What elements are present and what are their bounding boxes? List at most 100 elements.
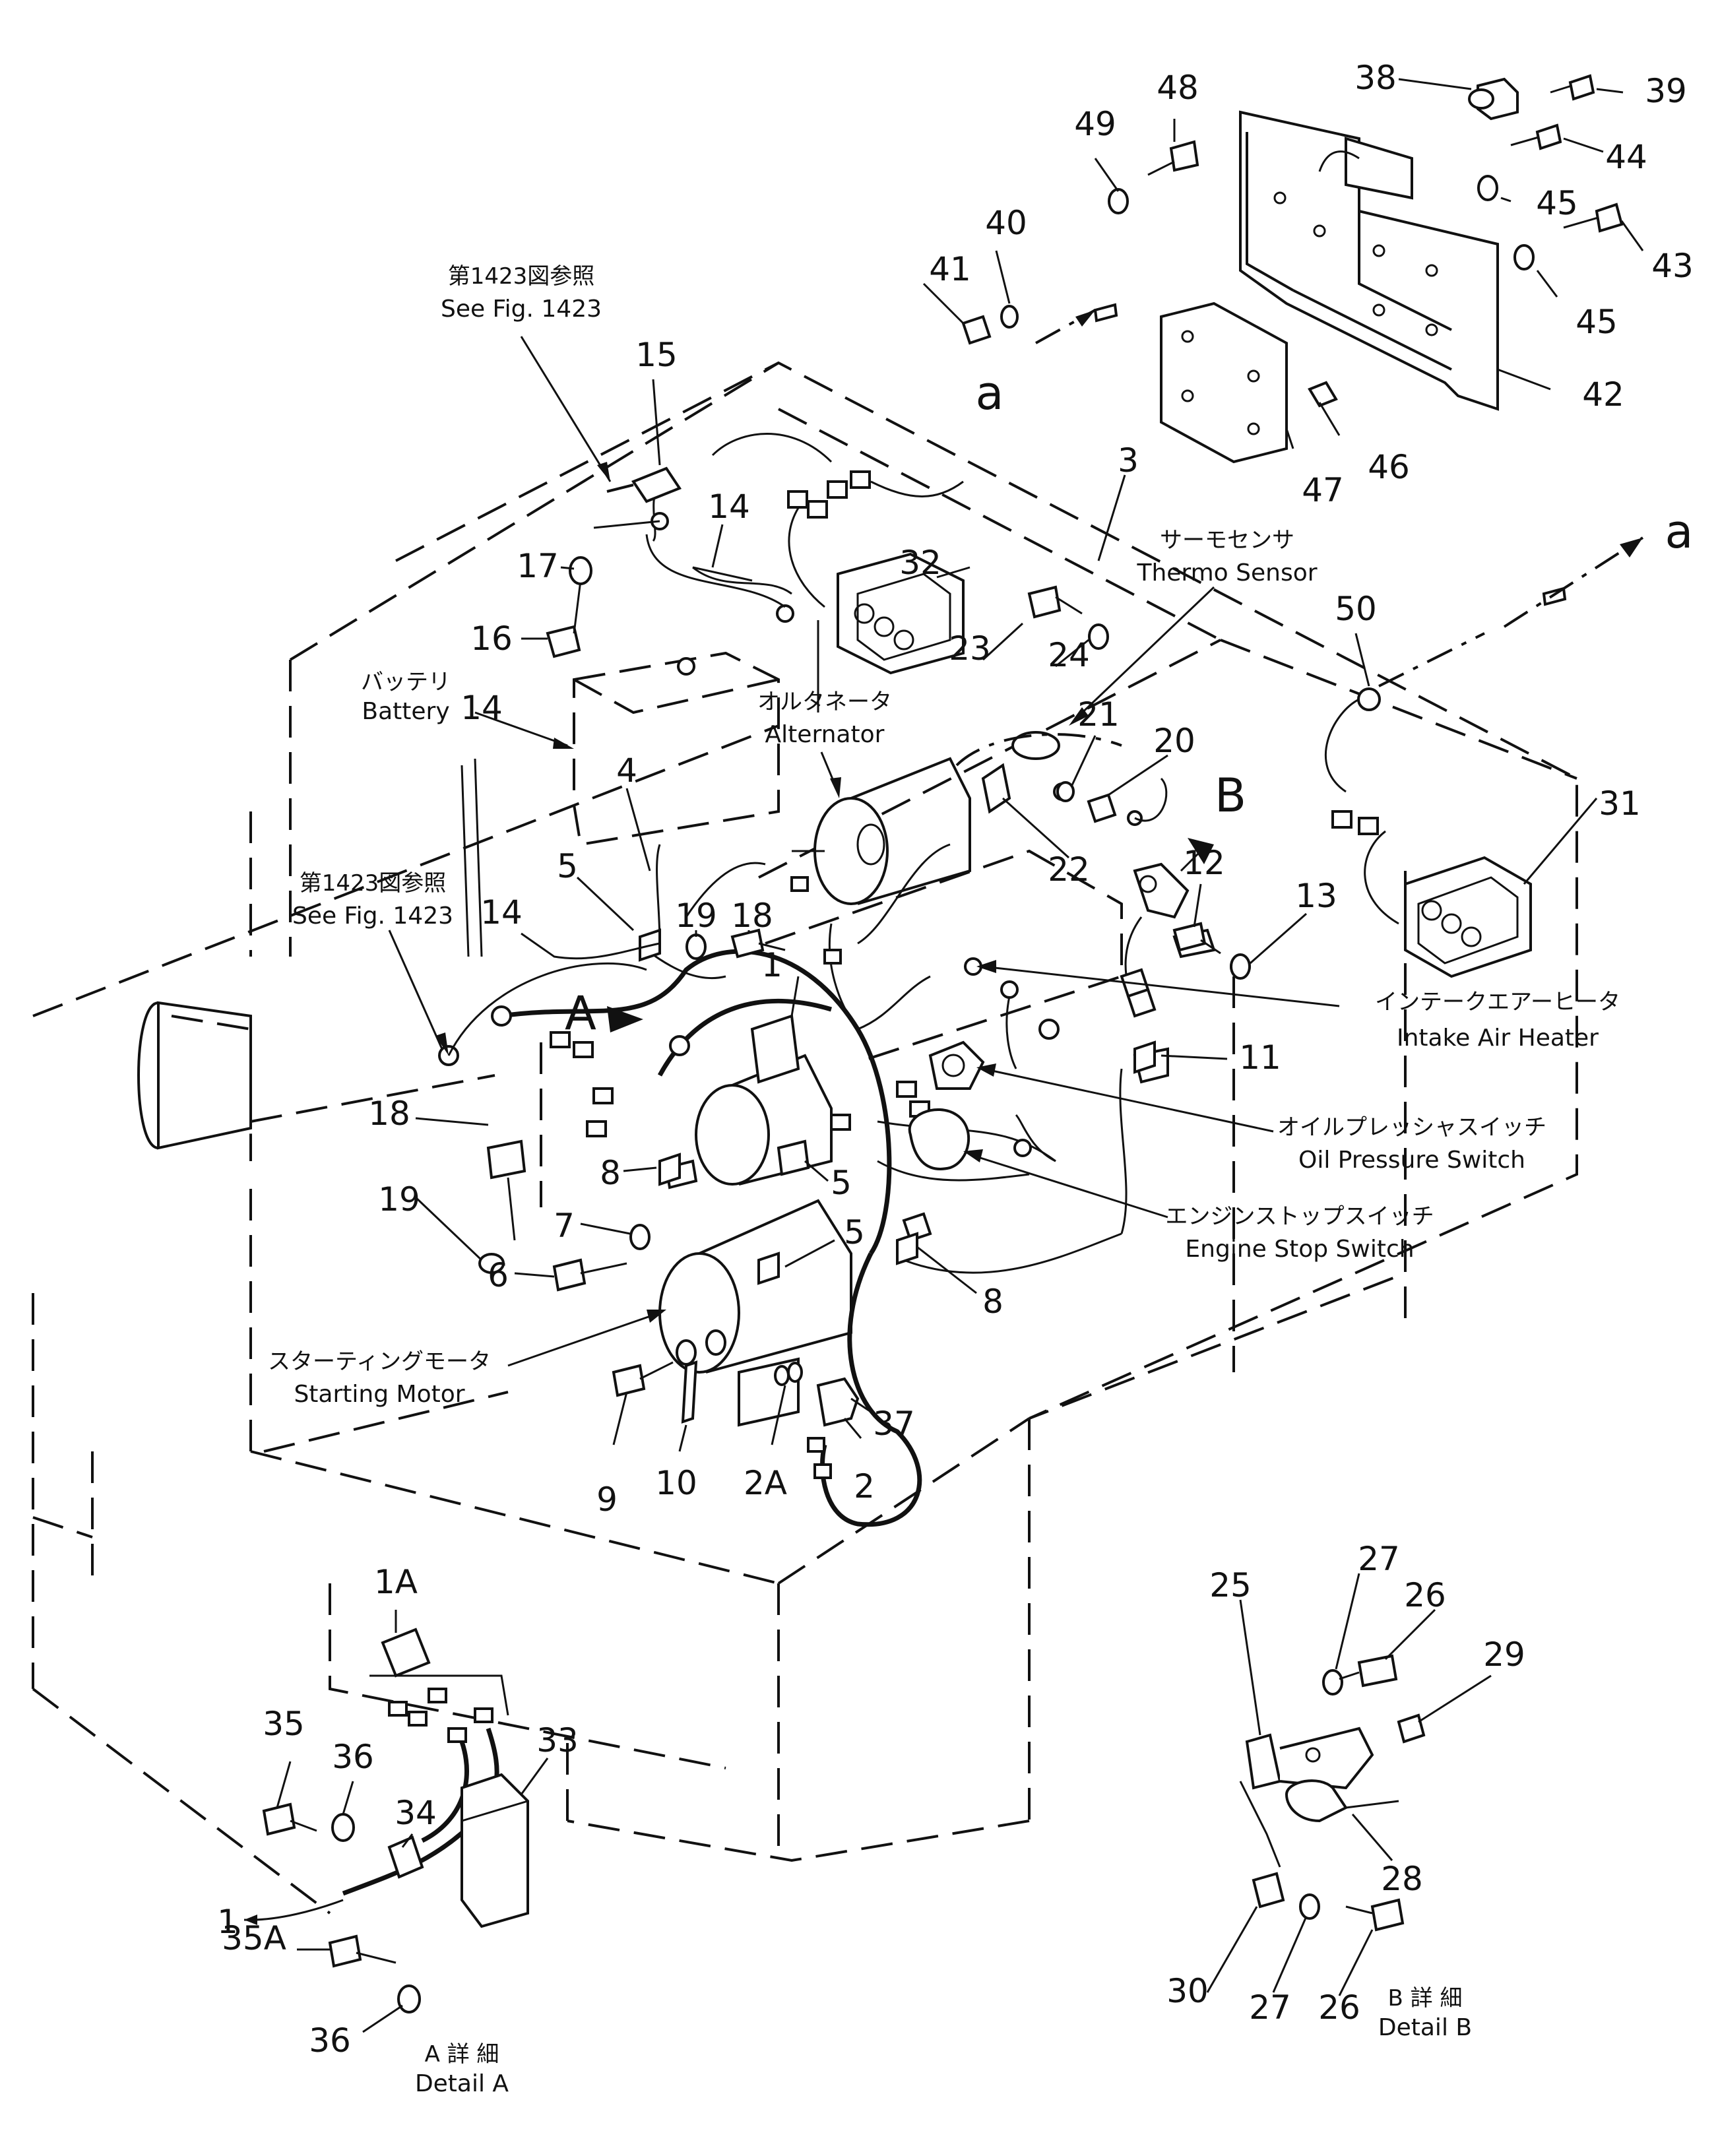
- callout: 41: [929, 250, 971, 288]
- callout: 20: [1153, 722, 1195, 760]
- starter-label-jp: スターティングモータ: [268, 1348, 491, 1375]
- callout: 36: [309, 2021, 351, 2060]
- reference-letters: a a A B: [565, 366, 1693, 1040]
- fig-ref-en-upper: See Fig. 1423: [441, 296, 602, 323]
- oil-pressure-label-en: Oil Pressure Switch: [1298, 1147, 1525, 1174]
- callout: 27: [1358, 1540, 1400, 1578]
- engine-phantom-outline: [249, 361, 1578, 1862]
- alternator: [792, 757, 971, 905]
- oil-pressure-switch: [928, 1040, 985, 1090]
- callout: 18: [731, 897, 773, 935]
- battery-label-jp: バッテリ: [361, 669, 451, 695]
- relay-15: [593, 466, 682, 530]
- callout: 48: [1157, 69, 1199, 107]
- callout: 19: [675, 897, 717, 935]
- callout: 3: [1118, 441, 1139, 480]
- battery: [573, 534, 794, 846]
- alternator-label-en: Alternator: [765, 721, 885, 748]
- detail-b-label-jp: B 詳 細: [1388, 1985, 1463, 2012]
- wiring-harness: [501, 843, 1128, 1527]
- leader-lines: [263, 78, 1644, 2033]
- callout: 26: [1318, 1988, 1360, 2027]
- callout: 7: [554, 1207, 575, 1245]
- detail-b: [1239, 1654, 1426, 1932]
- callout: 49: [1074, 105, 1116, 143]
- callout: 44: [1605, 138, 1647, 176]
- callout: 1A: [374, 1563, 418, 1601]
- controller-31: [1325, 687, 1532, 978]
- callout: 50: [1335, 590, 1377, 628]
- callout: 11: [1239, 1038, 1281, 1077]
- callout: 38: [1354, 59, 1397, 97]
- callout: 36: [332, 1738, 374, 1776]
- callout: 4: [616, 751, 637, 790]
- callout: 26: [1404, 1576, 1446, 1614]
- detail-a: [243, 1628, 529, 2013]
- ref-letter-a-top: a: [976, 366, 1004, 420]
- callout: 22: [1048, 850, 1090, 889]
- callout: 16: [470, 619, 513, 658]
- engine-stop-switch: [908, 1108, 1032, 1170]
- plate-47: [1160, 301, 1288, 464]
- callout: 5: [557, 847, 578, 885]
- callout: 34: [395, 1794, 437, 1832]
- callout: 35: [263, 1705, 305, 1743]
- detail-a-label-jp: A 詳 細: [425, 2041, 499, 2068]
- fig-ref-jp-lower: 第1423図参照: [300, 870, 447, 897]
- ref-letter-B: B: [1215, 769, 1246, 823]
- callout: 42: [1582, 375, 1624, 414]
- callout: 12: [1183, 844, 1225, 882]
- oil-pressure-label-jp: オイルプレッシャスイッチ: [1277, 1114, 1546, 1141]
- callout: 17: [517, 547, 559, 585]
- starter-label-en: Starting Motor: [294, 1381, 464, 1408]
- detail-a-label-en: Detail A: [415, 2070, 509, 2097]
- callout: 43: [1651, 247, 1694, 285]
- fig-ref-en-lower: See Fig. 1423: [292, 903, 453, 930]
- controller-32: [652, 433, 965, 675]
- callout: 8: [982, 1283, 1003, 1321]
- callout: 15: [635, 336, 678, 374]
- callout: 27: [1249, 1988, 1291, 2027]
- callout: 14: [708, 488, 750, 526]
- harness-connectors: [491, 876, 1060, 1242]
- thermo-sensor-label-jp: サーモセンサ: [1160, 527, 1294, 554]
- thermo-sensor-label-en: Thermo Sensor: [1136, 559, 1317, 587]
- callout: 5: [831, 1164, 852, 1202]
- fasteners: [438, 74, 1624, 1479]
- callout: 47: [1302, 471, 1344, 509]
- intake-heater-label-en: Intake Air Heater: [1397, 1025, 1599, 1052]
- callout: 1: [761, 946, 782, 984]
- callout: 5: [844, 1213, 865, 1252]
- callout: 37: [873, 1405, 915, 1443]
- callout: 31: [1599, 784, 1641, 823]
- stop-switch-label-jp: エンジンストップスイッチ: [1165, 1203, 1434, 1230]
- callout: 33: [536, 1721, 579, 1760]
- callout: 9: [596, 1480, 618, 1519]
- callout: 30: [1166, 1972, 1209, 2010]
- intake-heater-label-jp: インテークエアーヒータ: [1375, 989, 1620, 1015]
- battery-label-en: Battery: [362, 698, 449, 725]
- callout: 29: [1483, 1635, 1525, 1674]
- callout: 18: [368, 1094, 410, 1133]
- callout: 21: [1077, 695, 1120, 734]
- alternator-label-jp: オルタネータ: [757, 689, 892, 715]
- callout: 45: [1536, 184, 1578, 222]
- callout: 40: [985, 204, 1027, 242]
- callout: 24: [1048, 636, 1090, 674]
- callout: 14: [480, 893, 523, 932]
- callout: 14: [461, 689, 503, 727]
- callout-labels: 1 1 1A 2 2A 3 4 5 5 5 6 7 8 8 9 10 11 12…: [217, 59, 1694, 2060]
- intake-air-heater: [765, 849, 1123, 1069]
- callout: 23: [949, 629, 991, 668]
- callout: 13: [1295, 877, 1337, 915]
- callout: 28: [1381, 1860, 1423, 1898]
- stop-switch-label-en: Engine Stop Switch: [1185, 1236, 1414, 1263]
- callout: 32: [899, 544, 941, 582]
- callout: 1: [217, 1903, 238, 1941]
- callout: 2: [854, 1467, 875, 1506]
- callout: 8: [600, 1154, 621, 1192]
- bracket-assembly-42: [1239, 110, 1499, 411]
- callout: 10: [655, 1464, 697, 1502]
- ref-letter-a-right: a: [1665, 505, 1694, 559]
- ref-letter-A: A: [565, 986, 596, 1040]
